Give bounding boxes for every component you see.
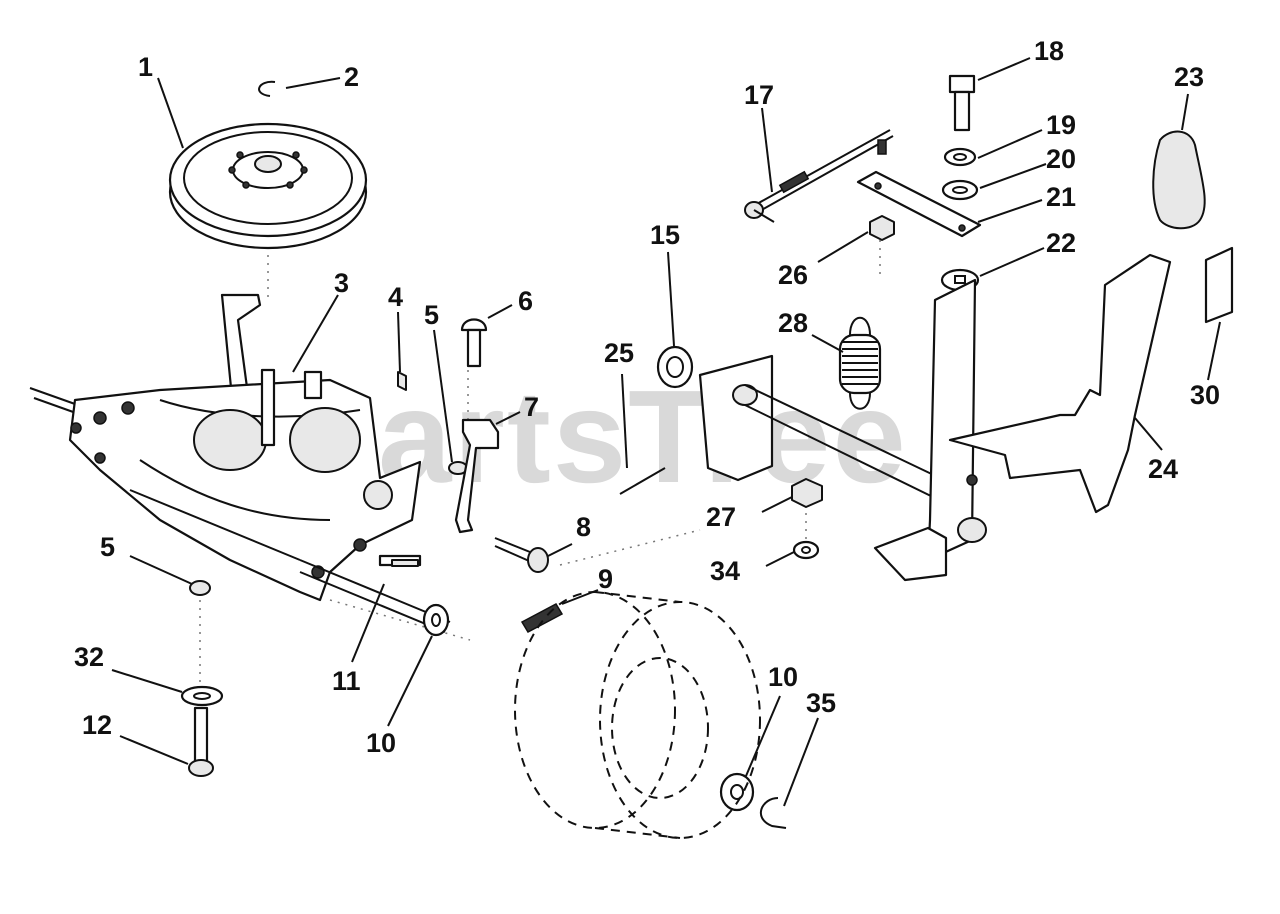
callout-labels: 1 2 3 4 5 6 7 25 15 17 18 19 20 21 22 23… [74, 36, 1220, 758]
callout-10a: 10 [366, 728, 396, 758]
carriage-bolt [460, 318, 488, 368]
bracket [454, 418, 500, 534]
callout-17: 17 [744, 80, 774, 110]
link-plate [856, 170, 982, 238]
callout-20: 20 [1046, 144, 1076, 174]
nut [869, 215, 895, 241]
callout-11: 11 [332, 666, 361, 696]
callout-18: 18 [1034, 36, 1064, 66]
control-rod [744, 129, 894, 223]
callout-25: 25 [604, 338, 634, 368]
callout-2: 2 [344, 62, 359, 92]
washer [656, 345, 694, 389]
washer [941, 179, 979, 201]
callout-1: 1 [138, 52, 153, 82]
decal [1204, 246, 1234, 324]
callout-35: 35 [806, 688, 836, 718]
pedal-pad [1152, 130, 1206, 230]
callout-32: 32 [74, 642, 104, 672]
lock-washer [943, 147, 977, 167]
bolt [948, 74, 976, 132]
callout-28: 28 [778, 308, 808, 338]
callout-9: 9 [598, 564, 613, 594]
callout-5b: 5 [100, 532, 115, 562]
washer [422, 603, 450, 637]
spring [838, 316, 882, 410]
callout-34: 34 [710, 556, 740, 586]
washer [180, 685, 224, 707]
callout-30: 30 [1190, 380, 1220, 410]
callout-12: 12 [82, 710, 112, 740]
callout-4: 4 [388, 282, 403, 312]
callout-24: 24 [1148, 454, 1178, 484]
key [397, 371, 407, 391]
pin [619, 467, 666, 495]
transaxle [29, 293, 451, 633]
axle-key [391, 559, 419, 567]
callout-19: 19 [1046, 110, 1076, 140]
stud [520, 603, 564, 633]
nut [189, 580, 211, 596]
pulley [168, 122, 368, 250]
washer [719, 772, 755, 812]
bolt [188, 706, 214, 777]
callout-7: 7 [524, 392, 539, 422]
callout-22: 22 [1046, 228, 1076, 258]
pedal-lever [948, 253, 1172, 514]
callout-21: 21 [1046, 182, 1076, 212]
star-washer [792, 540, 820, 560]
nut [791, 478, 823, 508]
callout-23: 23 [1174, 62, 1204, 92]
callout-27: 27 [706, 502, 736, 532]
callout-3: 3 [334, 268, 349, 298]
callout-6: 6 [518, 286, 533, 316]
callout-26: 26 [778, 260, 808, 290]
callout-8: 8 [576, 512, 591, 542]
e-clip [258, 80, 276, 97]
hex-bolt [494, 537, 549, 573]
callout-5: 5 [424, 300, 439, 330]
callout-15: 15 [650, 220, 680, 250]
pedal-shaft-assembly [698, 278, 987, 582]
leader-lines [111, 57, 1221, 807]
callout-10b: 10 [768, 662, 798, 692]
e-clip [759, 797, 787, 829]
